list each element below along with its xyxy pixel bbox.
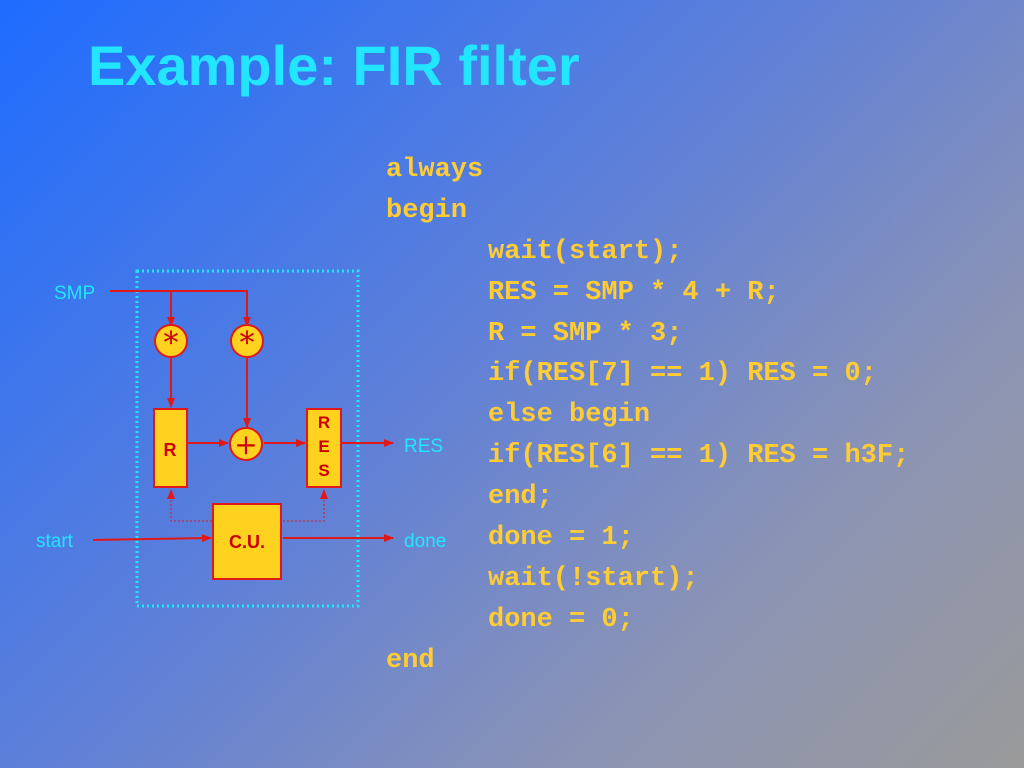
res-register-letter: S xyxy=(318,461,329,480)
res-register-letter: R xyxy=(318,413,330,432)
code-line: if(RES[7] == 1) RES = 0; xyxy=(488,359,877,390)
code-line: wait(!start); xyxy=(488,563,699,594)
control-wires xyxy=(167,489,328,522)
multiply-symbol: * xyxy=(164,326,179,361)
code-line: else begin xyxy=(488,400,651,431)
res-output-label: RES xyxy=(404,436,443,457)
adder: + xyxy=(229,427,263,461)
res-register-letter: E xyxy=(318,437,329,456)
code-line: done = 0; xyxy=(488,604,634,635)
code-line: if(RES[6] == 1) RES = h3F; xyxy=(488,441,910,472)
wires xyxy=(92,290,394,543)
cu-to-res-control xyxy=(283,489,328,522)
code-line: always xyxy=(386,155,484,185)
r-register: R xyxy=(153,408,188,488)
code-line: wait(start); xyxy=(488,236,683,267)
done-output-label: done xyxy=(404,531,446,552)
multiplier-2: * xyxy=(230,324,264,361)
code-line: begin xyxy=(386,195,468,226)
multiply-symbol: * xyxy=(240,326,255,361)
code-line: end; xyxy=(488,482,553,513)
code-line: done = 1; xyxy=(488,523,634,554)
control-unit: C.U. xyxy=(212,503,282,580)
start-input-label: start xyxy=(36,531,74,552)
smp-input-label: SMP xyxy=(54,283,95,304)
multiplier-1: * xyxy=(154,324,188,361)
res-register: R E S xyxy=(306,408,342,488)
code-line: end xyxy=(386,645,435,676)
r-register-label: R xyxy=(164,440,177,460)
code-listing: always begin wait(start); RES = SMP * 4 … xyxy=(386,150,909,682)
smp-wire xyxy=(110,290,251,327)
cu-to-r-control xyxy=(167,489,212,522)
code-line: RES = SMP * 4 + R; xyxy=(488,277,780,308)
datapath-boundary xyxy=(135,269,360,608)
control-unit-label: C.U. xyxy=(229,532,265,552)
code-line: R = SMP * 3; xyxy=(488,318,683,349)
start-wire xyxy=(92,534,212,543)
add-symbol: + xyxy=(234,428,257,461)
slide-title: Example: FIR filter xyxy=(88,34,580,97)
